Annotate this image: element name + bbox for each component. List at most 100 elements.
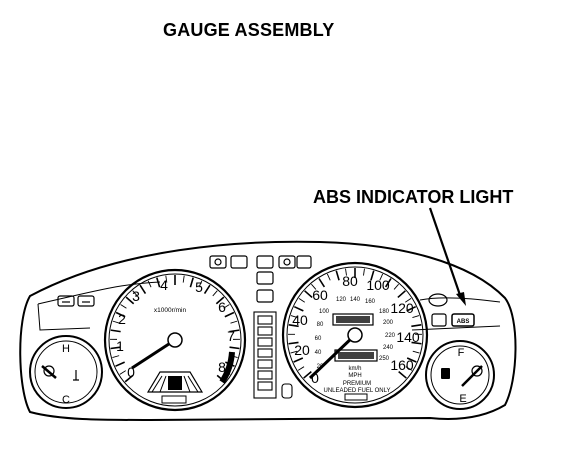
mph-tick-label: 140 [396, 329, 420, 345]
speedometer: 0 20 40 60 80 100 120 140 160 20 40 60 8… [281, 261, 429, 409]
mph-tick-label: 60 [312, 287, 328, 303]
dial-tick [112, 355, 120, 358]
dial-tick [115, 311, 126, 318]
dial-tick [223, 304, 230, 309]
mph-tick-label: 40 [292, 312, 308, 328]
dial-tick [298, 298, 305, 303]
tach-unit-label: x1000r/min [154, 307, 187, 314]
abs-indicator-callout-label: ABS INDICATOR LIGHT [313, 187, 514, 207]
dial-tick [229, 329, 240, 333]
trip-odometer-window [332, 313, 374, 326]
dial-tick [384, 278, 392, 288]
right-warning-lights [428, 293, 448, 327]
kmh-tick-label: 140 [350, 297, 361, 303]
kmh-tick-label: 40 [315, 350, 322, 356]
dial-tick [124, 374, 134, 383]
left-warning-lights [57, 295, 95, 307]
dial-tick [110, 329, 121, 333]
kmh-tick-label: 200 [383, 320, 394, 326]
tach-tick-label: 1 [116, 338, 124, 354]
dial-tick [405, 298, 412, 303]
tach-tick-label: 4 [160, 277, 168, 293]
dial-tick [293, 305, 304, 312]
dial-tick [318, 278, 326, 288]
kmh-tick-label: 80 [317, 322, 324, 328]
dial-tick [412, 315, 420, 319]
dial-tick [203, 284, 211, 295]
dial-tick [311, 283, 317, 290]
kmh-tick-label: 100 [319, 309, 330, 315]
dial-tick [411, 324, 422, 328]
dial-tick [397, 290, 406, 299]
mph-tick-label: 80 [342, 273, 358, 289]
mph-tick-label: 0 [311, 370, 319, 386]
dial-tick [326, 273, 331, 281]
dial-tick [393, 283, 399, 290]
dial-tick [288, 341, 299, 345]
dial-tick [412, 350, 420, 354]
tach-tick-label: 5 [195, 279, 203, 295]
page-title: GAUGE ASSEMBLY [163, 20, 335, 40]
speedometer-tick-marks [287, 268, 423, 379]
temp-cold-label: C [62, 394, 70, 406]
kmh-tick-label: 250 [379, 356, 390, 362]
tach-tick-label: 3 [132, 288, 140, 304]
tach-tick-label: 7 [227, 328, 235, 344]
dial-tick [335, 270, 340, 281]
fuel-note-line2: UNLEADED FUEL ONLY [323, 388, 390, 394]
dial-tick [189, 277, 194, 288]
dial-tick [345, 268, 347, 276]
tach-tick-label: 8 [218, 359, 226, 375]
dial-tick [125, 296, 135, 305]
tachometer: 0 1 2 3 4 5 6 7 8 x1000r/min [103, 268, 247, 412]
dial-tick [405, 366, 413, 371]
dial-tick [293, 357, 304, 363]
dial-tick [398, 371, 407, 379]
kmh-tick-label: 220 [385, 333, 396, 339]
dial-tick [290, 350, 298, 354]
center-indicator-strip [253, 311, 293, 399]
callout-arrow [428, 207, 466, 306]
kmh-tick-label: 60 [315, 336, 322, 342]
fuel-pump-icon [441, 368, 450, 379]
kmh-tick-label: 180 [379, 309, 390, 315]
dial-tick [303, 371, 312, 379]
tach-tick-label: 6 [218, 299, 226, 315]
dial-tick [304, 290, 313, 299]
temp-hot-label: H [62, 343, 70, 355]
dial-tick [215, 296, 225, 305]
dial-tick [165, 275, 168, 283]
kmh-tick-label: 120 [336, 297, 347, 303]
dial-tick [411, 341, 422, 345]
dial-tick [156, 277, 161, 288]
dial-tick [115, 361, 125, 367]
tach-tick-label: 2 [118, 311, 126, 327]
dial-tick [120, 304, 127, 309]
tach-tick-label: 0 [127, 364, 135, 380]
dial-tick [288, 324, 299, 328]
dial-tick [147, 280, 152, 288]
dial-tick [406, 357, 417, 363]
mph-tick-label: 100 [366, 277, 390, 293]
cluster-housing [19, 240, 517, 422]
kmh-tick-label: 160 [365, 299, 376, 305]
dial-tick [112, 320, 120, 324]
temperature-gauge: H C [29, 335, 103, 409]
dial-tick [224, 311, 235, 318]
dial-tick [290, 315, 298, 319]
mph-unit-label: MPH [348, 373, 361, 379]
dial-tick [119, 370, 126, 375]
mph-tick-label: 160 [390, 357, 414, 373]
fuel-empty-label: E [459, 393, 466, 405]
kmh-tick-label: 240 [383, 345, 394, 351]
dial-tick [379, 273, 384, 281]
dial-tick [297, 366, 305, 371]
abs-indicator-light: ABS [451, 313, 475, 327]
dial-tick [182, 275, 185, 283]
dial-tick [406, 305, 417, 312]
fuel-gauge: F E [425, 340, 495, 410]
dial-tick [212, 290, 218, 297]
dial-tick [132, 290, 138, 297]
dial-tick [230, 320, 238, 324]
